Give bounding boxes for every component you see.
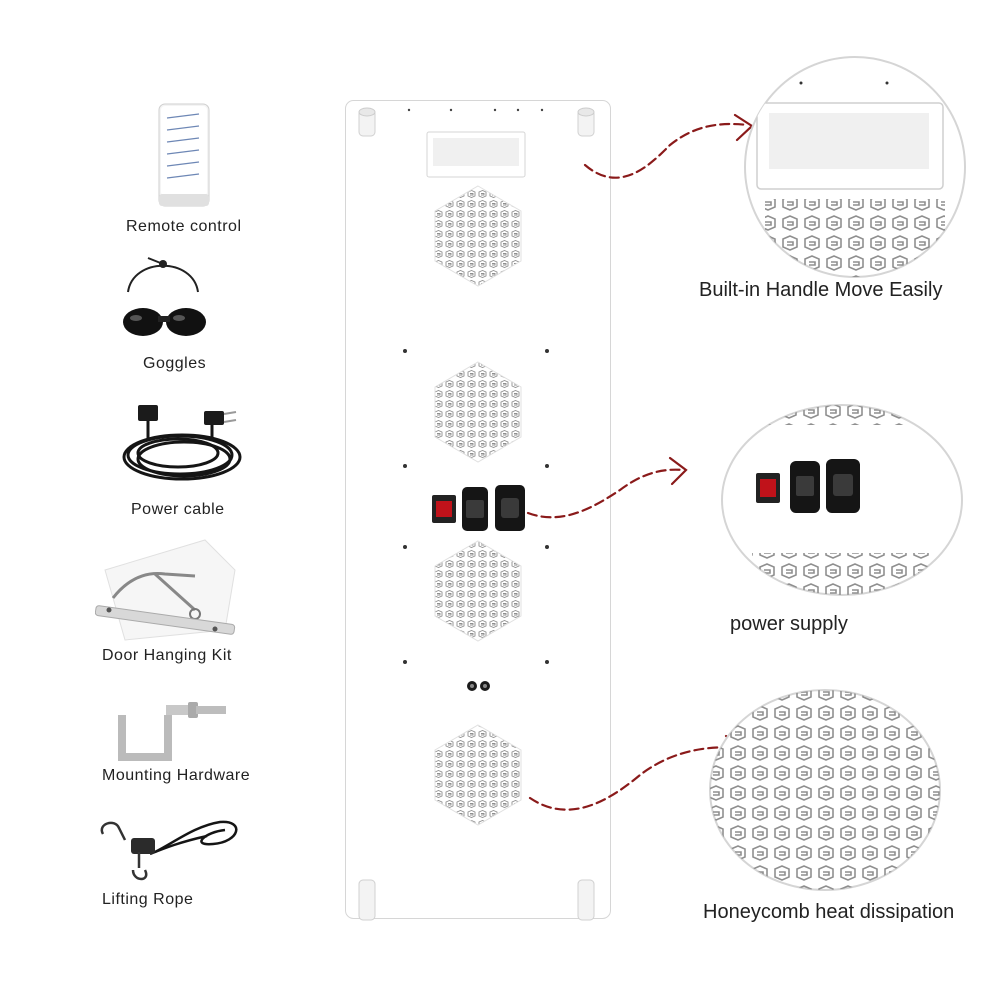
- callout-label-honeycomb: Honeycomb heat dissipation: [703, 901, 955, 923]
- accessory-label-cable: Power cable: [131, 501, 225, 518]
- lifting-rope-icon: [95, 812, 245, 884]
- accessory-label-door: Door Hanging Kit: [102, 647, 232, 664]
- power-cable-icon: [112, 395, 247, 490]
- honeycomb-closeup: [705, 685, 945, 895]
- top-hanger-right: [577, 107, 595, 137]
- accessory-label-rope: Lifting Rope: [102, 891, 194, 908]
- callout-label-power: power supply: [730, 613, 848, 635]
- accessory-label-remote: Remote control: [126, 218, 242, 235]
- device-back-panel: [345, 100, 615, 930]
- power-supply-closeup: [712, 403, 982, 603]
- handle-closeup: [735, 55, 975, 280]
- accessory-label-mount: Mounting Hardware: [102, 767, 251, 784]
- goggles-icon: [108, 252, 218, 347]
- remote-control-icon: [155, 100, 215, 210]
- arrow-honeycomb: [528, 746, 742, 811]
- accessory-label-goggles: Goggles: [143, 355, 207, 372]
- callout-label-handle: Built-in Handle Move Easily: [699, 279, 943, 301]
- top-hanger-left: [358, 107, 376, 137]
- door-hanging-kit-icon: [95, 530, 240, 645]
- arrow-handle: [583, 122, 750, 179]
- mounting-hardware-icon: [110, 695, 240, 765]
- arrow-power: [526, 468, 685, 519]
